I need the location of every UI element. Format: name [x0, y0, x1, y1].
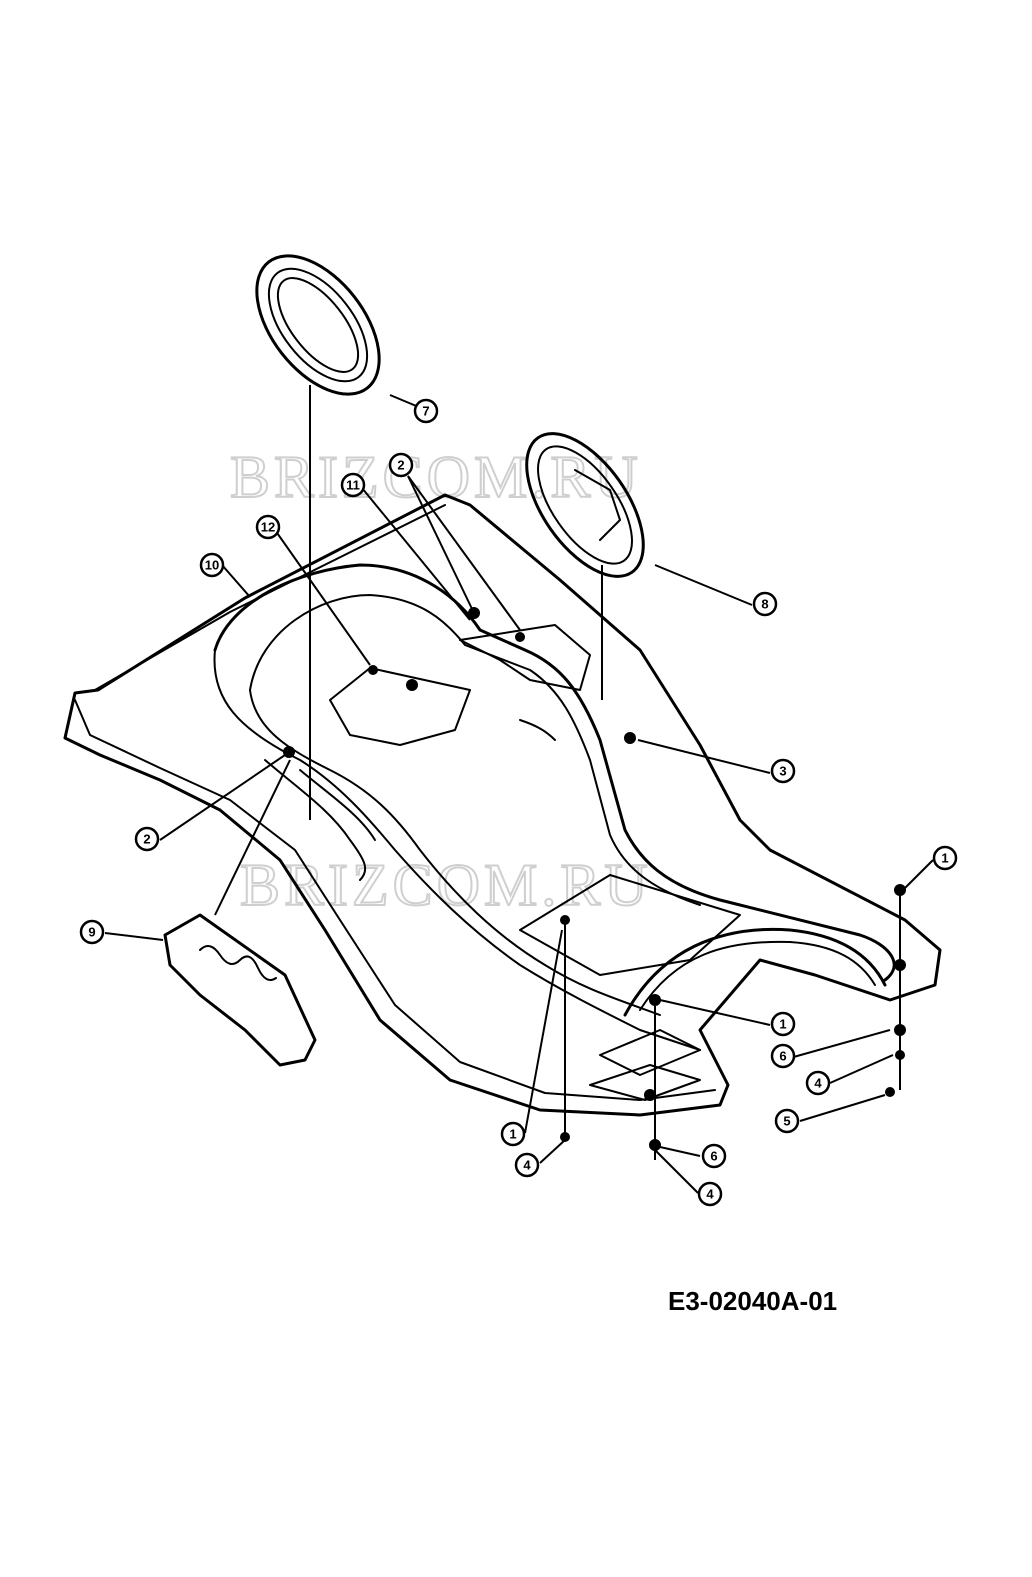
callout-1-bottom: 1 — [500, 1121, 526, 1147]
oval-cover-part-7 — [255, 254, 381, 396]
svg-text:4: 4 — [523, 1158, 531, 1173]
callout-2-top: 2 — [388, 452, 414, 478]
callout-6-bottom: 6 — [701, 1143, 727, 1169]
svg-text:1: 1 — [779, 1017, 786, 1032]
cover-plate-part-9 — [163, 913, 317, 1067]
svg-text:5: 5 — [783, 1114, 790, 1129]
oval-cover-part-8 — [525, 432, 645, 578]
callout-7: 7 — [413, 398, 439, 424]
svg-text:10: 10 — [205, 558, 219, 573]
svg-text:7: 7 — [422, 404, 429, 419]
svg-text:2: 2 — [143, 832, 150, 847]
svg-text:6: 6 — [779, 1049, 786, 1064]
callout-5: 5 — [774, 1108, 800, 1134]
callout-4-bottom-left: 4 — [514, 1152, 540, 1178]
svg-text:1: 1 — [941, 851, 948, 866]
callout-10: 10 — [199, 552, 225, 578]
callout-4-bottom-right: 4 — [697, 1181, 723, 1207]
svg-text:8: 8 — [761, 597, 768, 612]
drawing-code: E3-02040A-01 — [668, 1286, 838, 1316]
svg-text:4: 4 — [706, 1187, 714, 1202]
callout-9: 9 — [79, 919, 105, 945]
svg-text:11: 11 — [346, 478, 360, 493]
svg-text:4: 4 — [814, 1076, 822, 1091]
svg-text:3: 3 — [779, 764, 786, 779]
callout-1-right: 1 — [932, 845, 958, 871]
callout-4-right: 4 — [805, 1070, 831, 1096]
watermark-bottom: BRIZCOM.RU — [240, 852, 652, 918]
svg-text:6: 6 — [710, 1149, 717, 1164]
callout-11: 11 — [340, 472, 366, 498]
callout-6-right: 6 — [770, 1043, 796, 1069]
svg-text:9: 9 — [88, 925, 95, 940]
callout-2-left: 2 — [134, 826, 160, 852]
svg-text:2: 2 — [397, 458, 404, 473]
fender-body — [63, 493, 942, 1117]
svg-text:1: 1 — [509, 1127, 516, 1142]
callout-3: 3 — [770, 758, 796, 784]
callout-1-mid: 1 — [770, 1011, 796, 1037]
svg-text:12: 12 — [261, 520, 275, 535]
callout-12: 12 — [255, 514, 281, 540]
callout-leaders — [104, 394, 934, 1194]
callout-8: 8 — [752, 591, 778, 617]
